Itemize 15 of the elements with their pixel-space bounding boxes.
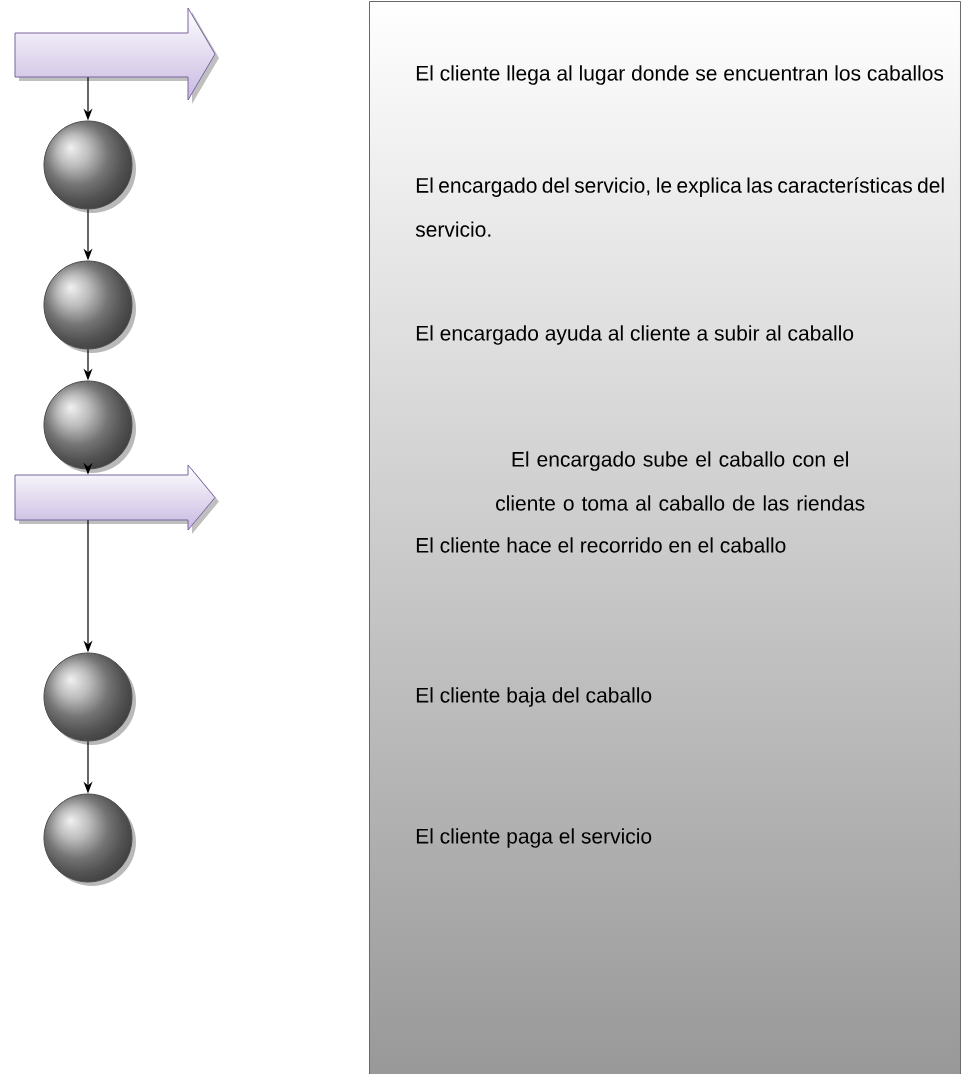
circle (43, 793, 136, 886)
step-description: El encargado sube el caballo con el cliente o toma al caballo de las riendas (496, 451, 865, 511)
text-panel (369, 1, 961, 1074)
step-description: El cliente hace el recorrido en el caballo (416, 537, 786, 553)
step-description: El cliente baja del caballo (416, 687, 652, 707)
step-description: El cliente paga el servicio (416, 828, 652, 848)
circle (43, 120, 136, 213)
circle (43, 652, 136, 745)
circle (43, 380, 136, 473)
block-arrow (14, 464, 219, 534)
block-arrow (14, 7, 219, 104)
circle (43, 260, 136, 353)
step-description: El encargado del servicio, le explica las características del servicio. (415, 177, 944, 237)
step-description: El cliente llega al lugar donde se encuentran los caballos (416, 65, 944, 85)
step-description: El encargado ayuda al cliente a subir al caballo (416, 325, 854, 345)
